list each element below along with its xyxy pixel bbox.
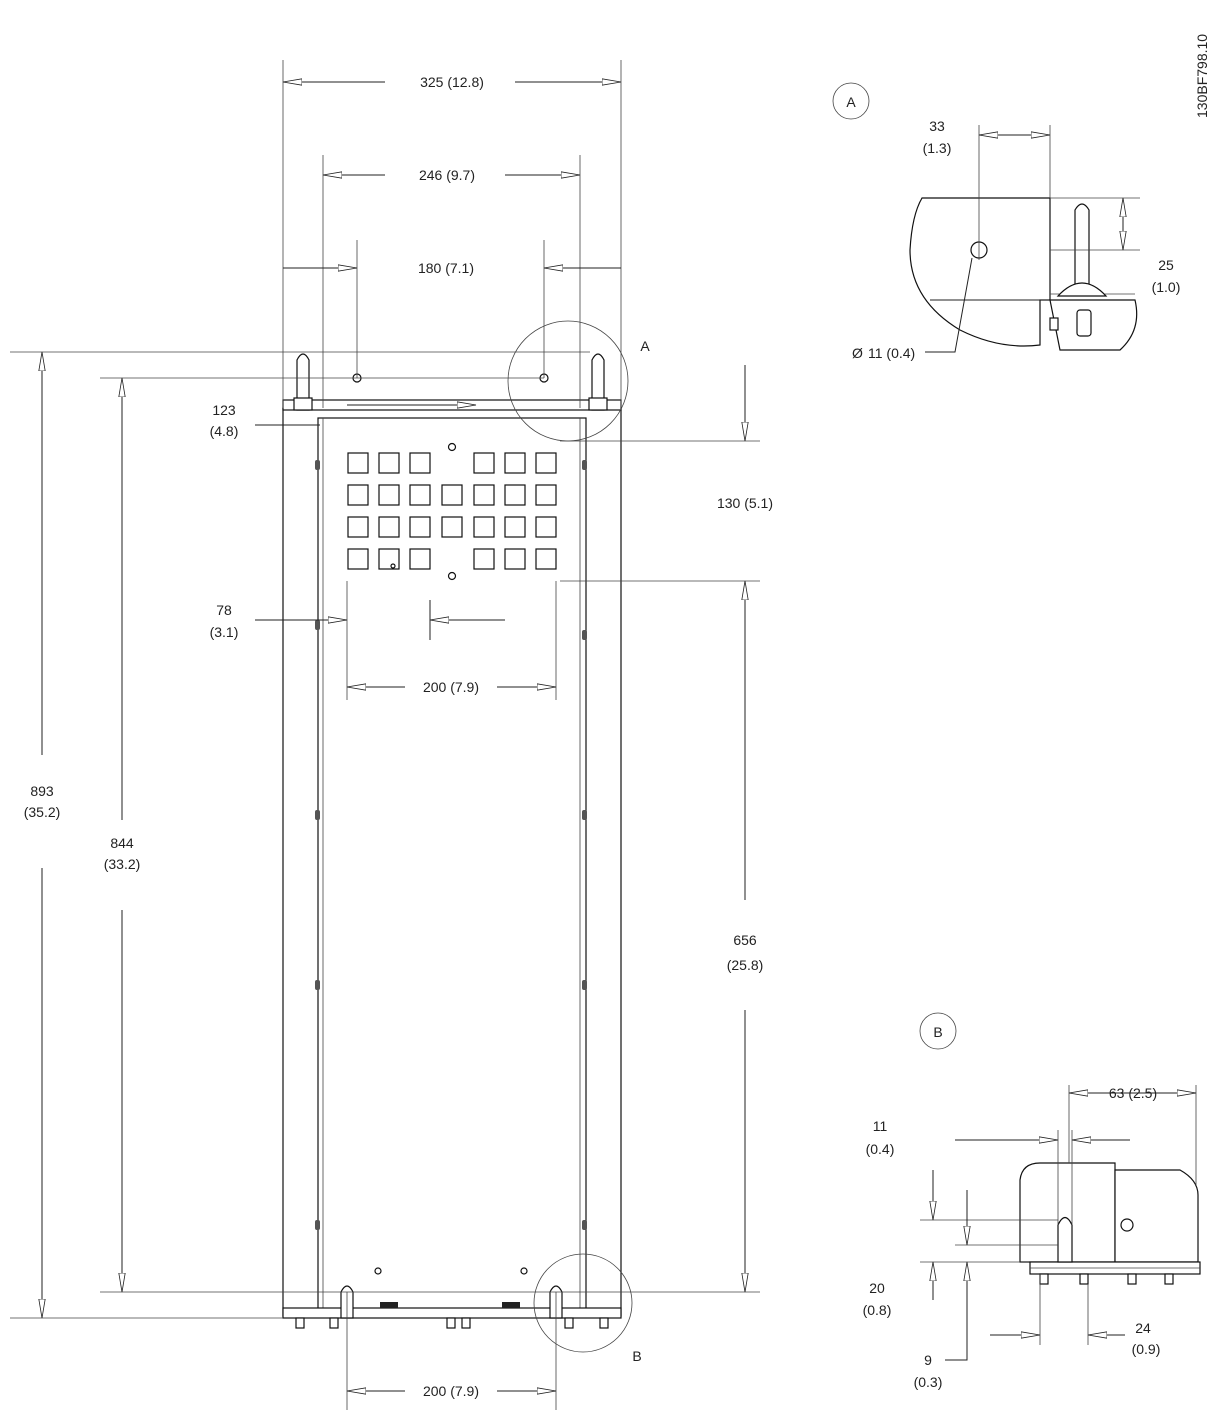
detail-b-dim-24-inch: (0.9)	[1132, 1341, 1161, 1357]
detail-a-dim-33-inch: (1.3)	[923, 140, 952, 156]
dim-height-893: 893	[30, 783, 54, 799]
dim-height-656: 656	[733, 932, 757, 948]
dim-width-246: 246 (9.7)	[419, 167, 475, 183]
dim-200-bottom: 200 (7.9)	[423, 1383, 479, 1399]
dim-height-893-inch: (35.2)	[24, 804, 61, 820]
detail-b-dim-11: 11	[873, 1118, 888, 1134]
detail-a-dim-25-inch: (1.0)	[1152, 279, 1181, 295]
detail-a-callout: A	[640, 338, 650, 354]
detail-b-dim-24: 24	[1135, 1320, 1151, 1336]
detail-b-callout: B	[632, 1348, 641, 1364]
drawing-id: 130BF798.10	[1194, 34, 1210, 118]
detail-a-label: A	[846, 94, 856, 110]
top-mounting-lugs	[293, 353, 608, 411]
knockout-grid	[347, 442, 557, 581]
detail-b-marker	[533, 1253, 633, 1353]
dim-height-844: 844	[110, 835, 134, 851]
detail-b-label: B	[933, 1024, 942, 1040]
dim-height-656-inch: (25.8)	[727, 957, 764, 973]
detail-b-dim-20: 20	[869, 1280, 885, 1296]
detail-b-dim-9-inch: (0.3)	[914, 1374, 943, 1390]
dim-78-inch: (3.1)	[210, 624, 239, 640]
detail-b-dim-9: 9	[924, 1352, 932, 1368]
dim-123: 123	[212, 402, 236, 418]
detail-a: A 33 (1.3) 25 (1.0) Ø 11 (0.4)	[832, 82, 1181, 361]
dim-width-325: 325 (12.8)	[420, 74, 484, 90]
dimension-lines	[42, 82, 745, 1391]
detail-b-dim-20-inch: (0.8)	[863, 1302, 892, 1318]
detail-b-dim-11-inch: (0.4)	[866, 1141, 895, 1157]
dim-200-top: 200 (7.9)	[423, 679, 479, 695]
dim-height-844-inch: (33.2)	[104, 856, 141, 872]
dim-123-inch: (4.8)	[210, 423, 239, 439]
side-slots	[315, 460, 587, 1230]
detail-a-hole-dia: 11 (0.4)	[868, 345, 915, 361]
detail-a-dim-33: 33	[929, 118, 945, 134]
detail-a-dim-25: 25	[1158, 257, 1174, 273]
dim-130: 130 (5.1)	[717, 495, 773, 511]
detail-b: B 63 (2.5) 11 (0.4) 20 (0.8)	[863, 1012, 1201, 1390]
dim-78: 78	[216, 602, 232, 618]
dim-width-180: 180 (7.1)	[418, 260, 474, 276]
detail-b-dim-63: 63 (2.5)	[1109, 1085, 1157, 1101]
diameter-icon: Ø	[852, 345, 863, 361]
enclosure-outline	[282, 399, 622, 1319]
